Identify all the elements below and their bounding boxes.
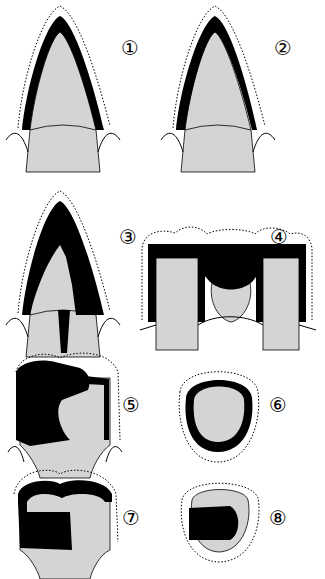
crown-figure-2 (161, 6, 275, 172)
callout-number: ⑤ (122, 394, 140, 416)
onlay-figure (8, 353, 122, 478)
callout-number: ② (274, 37, 292, 59)
callout-number: ③ (119, 226, 137, 248)
occlusal-inlay-figure (181, 483, 259, 562)
occlusal-crown-figure (179, 372, 259, 462)
inlay-figure (14, 470, 118, 579)
callout-number: ⑧ (269, 507, 287, 529)
crown-figure-1 (6, 6, 120, 172)
post-core-figure (6, 191, 120, 357)
callout-number: ⑥ (269, 394, 287, 416)
callout-number: ① (121, 37, 139, 59)
callout-number: ④ (270, 226, 288, 248)
callout-number: ⑦ (122, 507, 140, 529)
bridge-figure (140, 227, 316, 350)
